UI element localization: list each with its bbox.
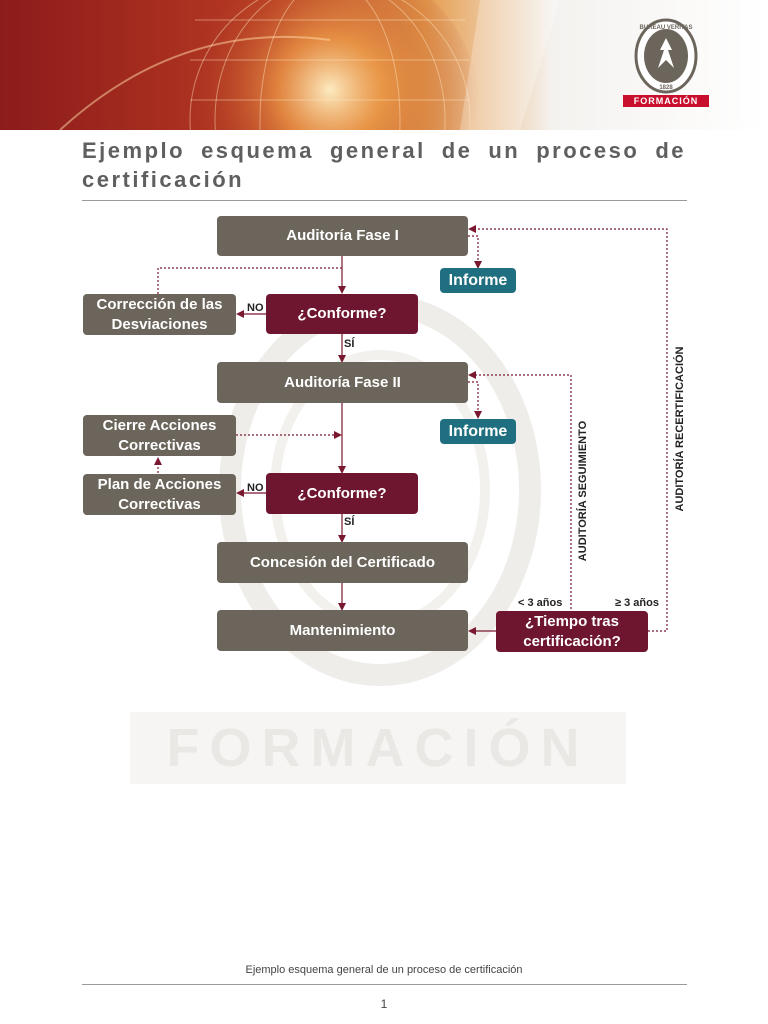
- svg-text:BUREAU VERITAS: BUREAU VERITAS: [640, 25, 693, 31]
- informe-2-badge: Informe: [440, 419, 516, 444]
- correccion-desviaciones-box: Corrección de las Desviaciones: [83, 294, 236, 335]
- si-label-1: SÍ: [344, 338, 355, 350]
- concesion-certificado-box: Concesión del Certificado: [217, 542, 468, 583]
- more-3-years-label: ≥ 3 años: [615, 597, 659, 609]
- bureau-veritas-logo: BUREAU VERITAS 1828: [634, 18, 698, 94]
- plan-acciones-box: Plan de Acciones Correctivas: [83, 474, 236, 515]
- globe-image: [59, 0, 560, 130]
- si-label-2: SÍ: [344, 516, 355, 528]
- auditoria-fase-2-box: Auditoría Fase II: [217, 362, 468, 403]
- tiempo-certificacion-decision: ¿Tiempo tras certificación?: [496, 611, 648, 652]
- informe-1-badge: Informe: [440, 268, 516, 293]
- auditoria-fase-1-box: Auditoría Fase I: [217, 216, 468, 256]
- conforme-1-decision: ¿Conforme?: [266, 294, 418, 334]
- cierre-acciones-box: Cierre Acciones Correctivas: [83, 415, 236, 456]
- flow-connectors: [154, 225, 668, 635]
- less-3-years-label: < 3 años: [518, 597, 563, 609]
- no-label-1: NO: [247, 302, 264, 314]
- page-title: Ejemplo esquema general de un proceso de…: [82, 138, 686, 192]
- page-number: 1: [380, 997, 388, 1011]
- title-divider: [82, 200, 687, 201]
- auditoria-recertificacion-label: AUDITORÍA RECERTIFICACIÓN: [674, 346, 686, 512]
- svg-text:1828: 1828: [659, 85, 673, 91]
- formacion-band: FORMACIÓN: [623, 95, 709, 107]
- no-label-2: NO: [247, 482, 264, 494]
- watermark-text: FORMACIÓN: [166, 718, 590, 778]
- footer-caption: Ejemplo esquema general de un proceso de…: [245, 964, 523, 976]
- footer-divider: [82, 984, 687, 985]
- conforme-2-decision: ¿Conforme?: [266, 473, 418, 514]
- mantenimiento-box: Mantenimiento: [217, 610, 468, 651]
- auditoria-seguimiento-label: AUDITORÍA SEGUIMIENTO: [577, 420, 589, 562]
